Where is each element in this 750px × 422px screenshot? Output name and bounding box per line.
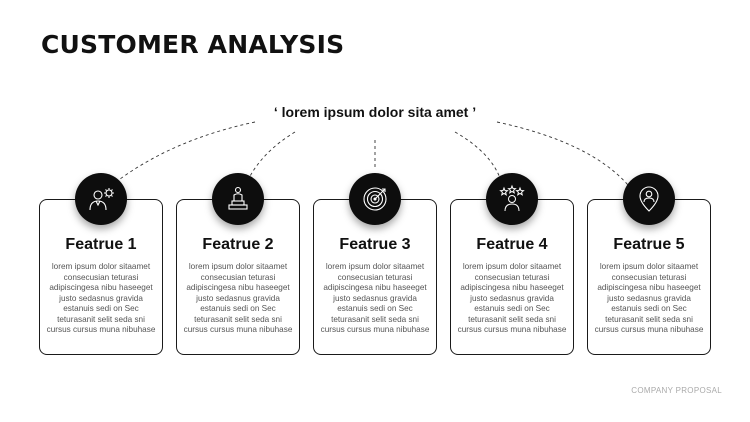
connector-line-1 [111, 121, 256, 186]
feature-card-4: Featrue 4 lorem ipsum dolor sitaamet con… [450, 199, 574, 355]
feature-card-2: Featrue 2 lorem ipsum dolor sitaamet con… [176, 199, 300, 355]
page-subtitle: ‘ lorem ipsum dolor sita amet ’ [273, 104, 477, 120]
person-stars-icon [486, 173, 538, 225]
feature-title: Featrue 2 [202, 236, 274, 253]
feature-title: Featrue 3 [339, 236, 411, 253]
connector-line-4 [454, 131, 501, 179]
target-icon [349, 173, 401, 225]
feature-description: lorem ipsum dolor sitaamet consecusian t… [46, 262, 156, 334]
footer-label: COMPANY PROPOSAL [631, 386, 722, 395]
feature-description: lorem ipsum dolor sitaamet consecusian t… [457, 262, 567, 334]
page-title: CUSTOMER ANALYSIS [41, 30, 345, 59]
feature-title: Featrue 5 [613, 236, 685, 253]
feature-description: lorem ipsum dolor sitaamet consecusian t… [183, 262, 293, 334]
feature-title: Featrue 1 [65, 236, 137, 253]
connector-line-5 [496, 121, 629, 186]
feature-description: lorem ipsum dolor sitaamet consecusian t… [320, 262, 430, 334]
connector-line-2 [247, 131, 296, 181]
feature-card-3: Featrue 3 lorem ipsum dolor sitaamet con… [313, 199, 437, 355]
feature-description: lorem ipsum dolor sitaamet consecusian t… [594, 262, 704, 334]
feature-title: Featrue 4 [476, 236, 548, 253]
person-location-icon [623, 173, 675, 225]
person-podium-icon [212, 173, 264, 225]
feature-card-1: Featrue 1 lorem ipsum dolor sitaamet con… [39, 199, 163, 355]
person-gear-icon [75, 173, 127, 225]
feature-card-5: Featrue 5 lorem ipsum dolor sitaamet con… [587, 199, 711, 355]
